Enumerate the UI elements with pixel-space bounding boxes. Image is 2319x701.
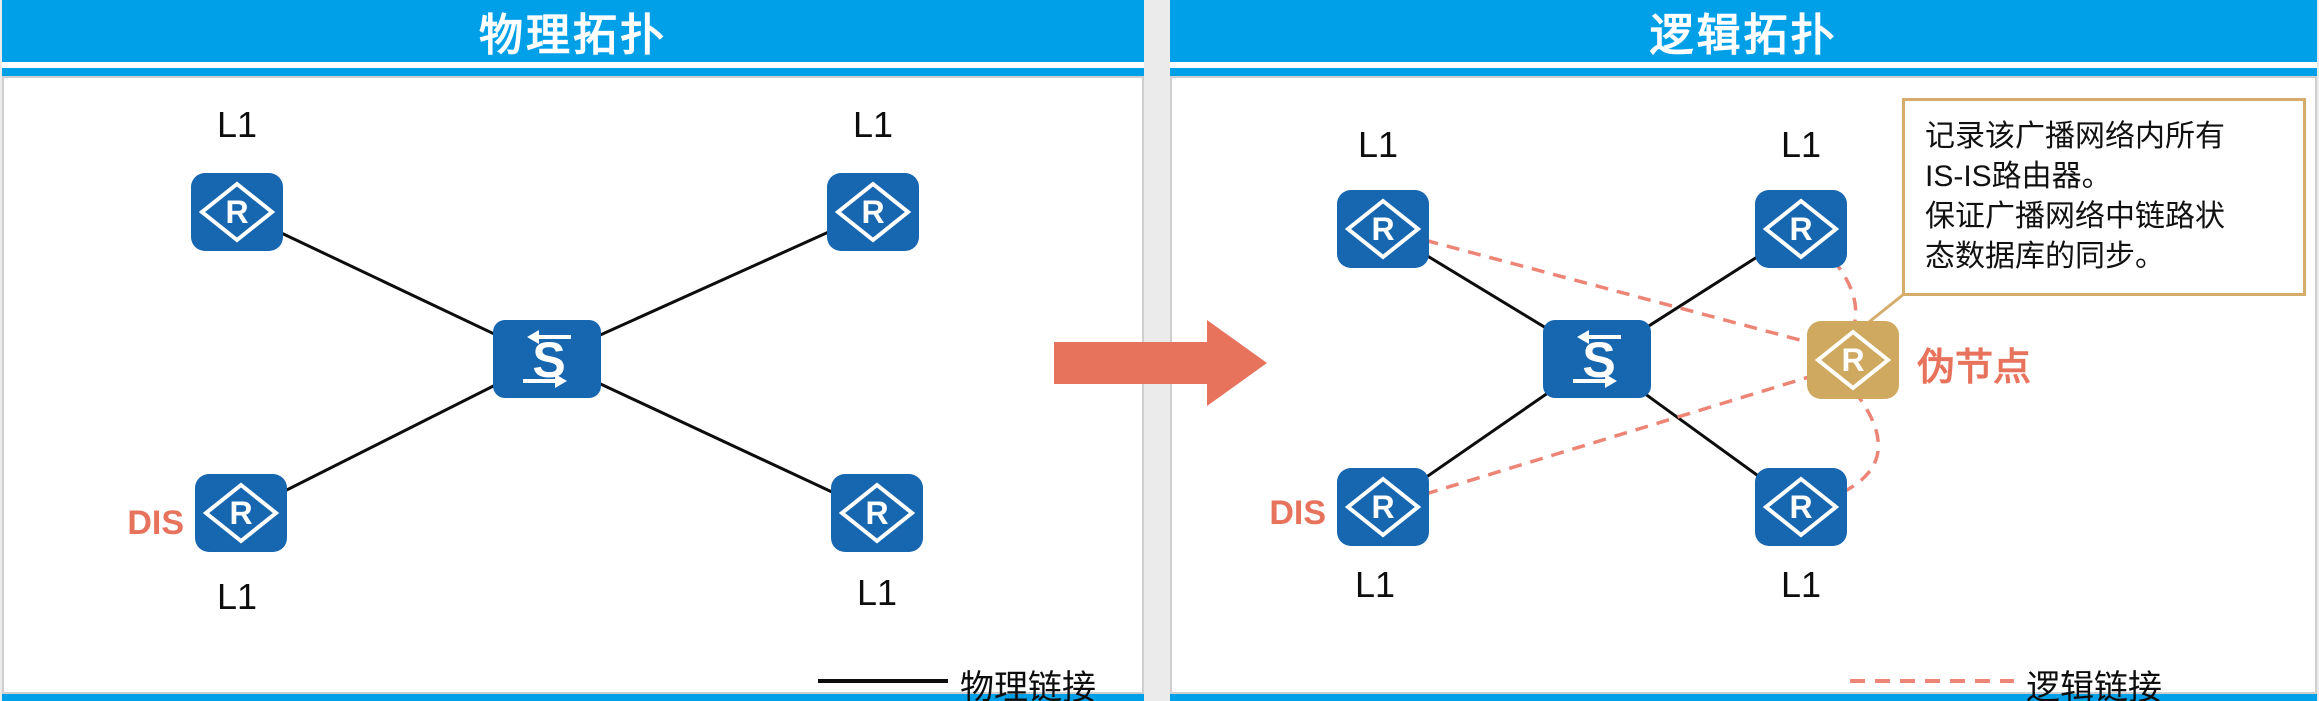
switch-icon (491, 318, 603, 400)
router-icon (1753, 188, 1849, 270)
dis-label: DIS (127, 504, 184, 542)
router-icon (193, 472, 289, 554)
logical-topology-title: 逻辑拓扑 (1649, 11, 1838, 60)
panel-bottom-strip (1170, 694, 2317, 701)
panel-bottom-strip (2, 694, 1144, 701)
router-level-label: L1 (1354, 564, 1396, 605)
pseudonode-callout: 记录该广播网络内所有 IS-IS路由器。 保证广播网络中链路状 态数据库的同步。 (1902, 98, 2306, 296)
header-gap (1170, 62, 2317, 68)
physical-link-line (546, 357, 878, 515)
pseudonode-label: 伪节点 (1917, 347, 2032, 389)
header-underline-strip (1170, 68, 2317, 76)
header-underline-strip (2, 68, 1144, 76)
pseudonode-icon (1805, 319, 1901, 401)
router-level-label: L1 (216, 104, 258, 145)
router-level-label: L1 (216, 576, 258, 617)
router-icon (825, 171, 921, 253)
transform-arrow-head (1207, 320, 1267, 406)
router-level-label: L1 (1780, 124, 1822, 165)
physical-link-line (546, 210, 874, 361)
legend-physical-label: 物理链接 (960, 669, 1096, 701)
dis-label: DIS (1269, 494, 1326, 532)
transform-arrow-body (1054, 342, 1209, 384)
callout-text-line: 态数据库的同步。 (1925, 240, 2165, 273)
physical-topology-title: 物理拓扑 (479, 11, 667, 60)
logical-link-line (1382, 364, 1846, 509)
callout-connector-line (1863, 292, 1905, 328)
physical-topology-header: 物理拓扑 (2, 0, 1144, 62)
logical-link-line (1382, 227, 1846, 354)
router-icon (1335, 188, 1431, 270)
legend-logical-label: 逻辑链接 (2026, 669, 2162, 701)
router-icon (189, 171, 285, 253)
switch-icon (1541, 318, 1653, 400)
callout-text-line: 保证广播网络中链路状 (1925, 200, 2225, 233)
router-level-label: L1 (1357, 124, 1399, 165)
router-level-label: L1 (1780, 564, 1822, 605)
header-gap (2, 62, 1144, 68)
logical-topology-header: 逻辑拓扑 (1170, 0, 2317, 62)
router-icon (1335, 466, 1431, 548)
router-level-label: L1 (856, 572, 898, 613)
router-icon (1753, 466, 1849, 548)
router-level-label: L1 (852, 104, 894, 145)
callout-text-line: IS-IS路由器。 (1925, 160, 2112, 193)
router-icon (829, 472, 925, 554)
callout-text-line: 记录该广播网络内所有 (1925, 120, 2225, 153)
